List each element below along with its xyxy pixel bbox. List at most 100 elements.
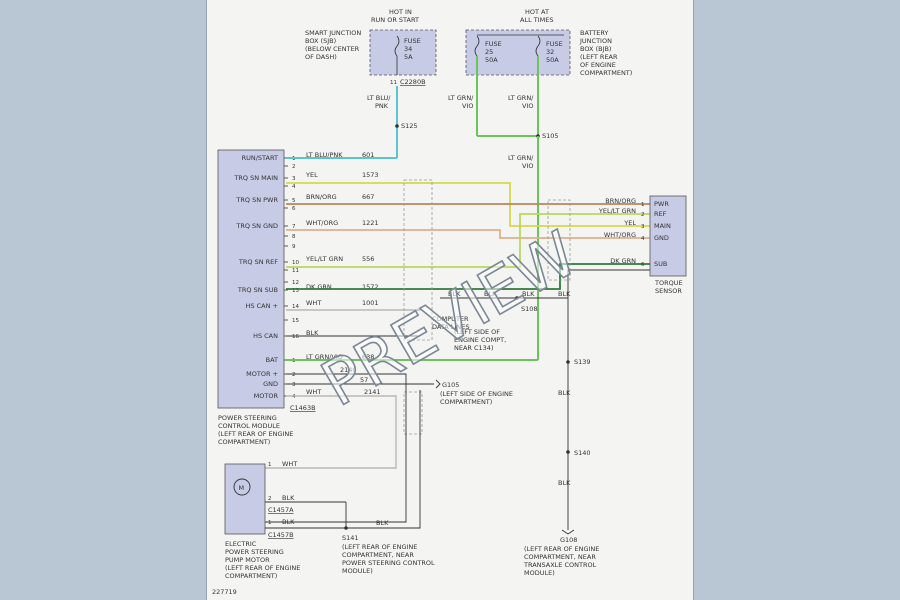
- pscm-pin-number: 7: [292, 224, 296, 230]
- hot-run-start-label-1: HOT IN: [389, 8, 412, 16]
- sjb-box: [369, 29, 437, 76]
- pscm-pin-label: HS CAN +: [246, 302, 278, 310]
- g108-desc-3: TRANSAXLE CONTROL: [523, 561, 597, 569]
- pscm-pin-number: 14: [292, 304, 299, 310]
- motor-connector-b: C1457B: [268, 531, 294, 539]
- torque-sensor-pin-number: 2: [641, 212, 645, 218]
- wire-shield-blk: [440, 269, 650, 299]
- pscm-pin-number: 15: [292, 318, 299, 324]
- torque-sensor-box: [649, 195, 687, 277]
- pscm-pin-wire-color: YEL: [305, 171, 318, 179]
- torque-sensor-pin-number: 3: [641, 224, 645, 230]
- pscm-pin-wire-color: WHT/ORG: [306, 219, 338, 227]
- pscm-pin-number: 12: [292, 280, 299, 286]
- torque-sensor-label-1: TORQUE: [654, 279, 683, 287]
- pscm-pin-number: 4: [292, 184, 296, 190]
- pscm-pin-label: GND: [263, 380, 278, 388]
- pump-motor-box: [224, 463, 266, 535]
- wire-motor-plus: [265, 373, 407, 523]
- bjb-fuse2-symbol: [535, 35, 541, 57]
- pscm-pin-label: BAT: [266, 356, 278, 364]
- shield-outline-1: [403, 179, 433, 341]
- wire-lt-grn-vio-a-2: VIO: [462, 102, 473, 110]
- pscm-label-3: (LEFT REAR OF ENGINE: [218, 430, 293, 438]
- hot-all-times-label-1: HOT AT: [525, 8, 549, 16]
- pscm-pin-number: 9: [292, 244, 296, 250]
- blk-label-6: BLK: [376, 519, 389, 527]
- g105-label: G105: [442, 381, 459, 389]
- motor-label-1: ELECTRIC: [225, 540, 257, 548]
- wire-lt-blu-pnk-label-1: LT BLU/: [367, 94, 391, 102]
- wire-lt-grn-vio-b-1: LT GRN/: [508, 94, 534, 102]
- bjb-label-6: COMPARTMENT): [580, 69, 632, 77]
- hot-run-start-label-2: RUN OR START: [371, 16, 419, 24]
- pscm-pin-circuit: 556: [362, 255, 374, 263]
- wire-trq-ref-yel-ltgrn: [286, 213, 650, 268]
- torque-sensor-pin-color: WHT/ORG: [604, 231, 636, 239]
- pscm-pin-number: 3: [292, 382, 296, 388]
- sjb-label-4: OF DASH): [305, 53, 337, 61]
- wire-s141-run: [265, 390, 421, 529]
- torque-sensor-pin-color: DK GRN: [610, 257, 636, 265]
- torque-sensor-pin-color: YEL: [623, 219, 636, 227]
- motor-symbol-circle: [233, 478, 251, 496]
- torque-sensor-pin-label: REF: [654, 210, 667, 218]
- torque-sensor-pin-label: GND: [654, 234, 669, 242]
- motor-pin1-color: WHT: [282, 460, 297, 468]
- pscm-pin-wire-color: BLK: [306, 329, 319, 337]
- blk-label-1: BLK: [484, 290, 497, 298]
- pscm-module-box: [217, 149, 285, 409]
- motor-label-3: PUMP MOTOR: [225, 556, 270, 564]
- torque-sensor-pin-label: SUB: [654, 260, 667, 268]
- sjb-fuse-amp: 5A: [404, 53, 413, 61]
- pscm-pin-wire-color: YEL/LT GRN: [305, 255, 343, 263]
- blk-label-5: BLK: [558, 389, 571, 397]
- pscm-pin-label: TRQ SN MAIN: [233, 174, 278, 182]
- pscm-pin-circuit: 638: [362, 353, 374, 361]
- s141-desc-1: (LEFT REAR OF ENGINE: [342, 543, 417, 551]
- pscm-connector: C1463B: [290, 404, 316, 412]
- c101-label-2: (LEFT SIDE OF: [454, 328, 500, 336]
- bjb-fuse2-amp: 50A: [546, 56, 559, 64]
- sjb-label-3: (BELOW CENTER: [305, 45, 360, 53]
- hot-all-times-label-2: ALL TIMES: [520, 16, 553, 24]
- pscm-pin-number: 11: [292, 268, 299, 274]
- splice-s108-label: S108: [521, 305, 538, 313]
- blk-label-4: BLK: [558, 290, 571, 298]
- g108-desc-2: COMPARTMENT, NEAR: [524, 553, 596, 561]
- torque-sensor-pin-number: 6: [641, 262, 645, 268]
- wire-lt-grn-vio-c-2: VIO: [522, 162, 533, 170]
- pscm-pin-circuit: 667: [362, 193, 374, 201]
- c101-label-4: NEAR C134): [454, 344, 493, 352]
- bjb-label-2: JUNCTION: [579, 37, 612, 45]
- pscm-pin-wire-color: DK GRN: [306, 283, 332, 291]
- s141-desc-2: COMPARTMENT, NEAR: [342, 551, 414, 559]
- pscm-pin-label: MOTOR: [254, 392, 279, 400]
- torque-sensor-pin-color: YEL/LT GRN: [598, 207, 636, 215]
- wire-trq-sub-dk-grn: [286, 263, 650, 290]
- bjb-fuse1-num: 25: [485, 48, 493, 56]
- wire-trq-gnd-wht-org: [286, 229, 650, 239]
- g105-desc-2: COMPARTMENT): [440, 398, 492, 406]
- torque-sensor-label-2: SENSOR: [655, 287, 682, 295]
- bjb-fuse1-symbol: [474, 35, 480, 57]
- motor-label-5: COMPARTMENT): [225, 572, 277, 580]
- pscm-pin-number: 6: [292, 206, 296, 212]
- motor-pin1: 1: [268, 462, 272, 468]
- pscm-pin-number: 13: [292, 288, 299, 294]
- torque-sensor-pin-color: BRN/ORG: [605, 197, 636, 205]
- sjb-pin: 11: [390, 80, 397, 86]
- splice-s125-dot: [395, 124, 399, 128]
- blk-label-2: BLK: [522, 290, 535, 298]
- g105-ground-symbol: [435, 379, 441, 389]
- sjb-fuse-symbol: [394, 35, 400, 57]
- splice-s105-label: S105: [542, 132, 559, 140]
- motor-pin-b: 1: [268, 520, 272, 526]
- motor-label-2: POWER STEERING: [225, 548, 284, 556]
- pscm-pin-circuit: 601: [362, 151, 374, 159]
- g108-label: G108: [560, 536, 577, 544]
- pscm-pin-label: TRQ SN GND: [235, 222, 278, 230]
